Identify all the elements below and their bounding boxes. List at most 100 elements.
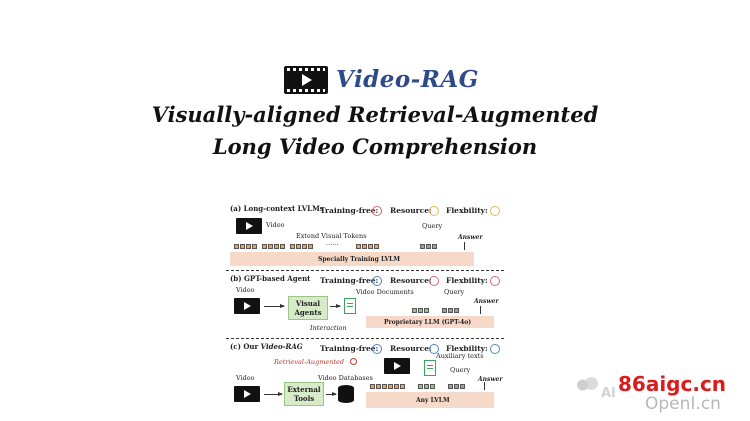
panel-b-flexibility: Flexbility: (446, 276, 488, 285)
token (356, 244, 361, 249)
panel-c-flexibility: Flexbility: (446, 344, 488, 353)
video-icon (234, 386, 260, 402)
token (262, 244, 267, 249)
panel-a-tokens-label: Extend Visual Tokens (296, 232, 367, 240)
token (368, 244, 373, 249)
divider (226, 270, 504, 271)
neutral-face-icon (490, 206, 500, 216)
cloud-logo-icon (576, 377, 598, 393)
arrow (264, 304, 285, 308)
token (280, 244, 285, 249)
happy-face-icon (372, 276, 382, 286)
video-icon (236, 218, 262, 234)
panel-c-databases-label: Video Databases (318, 374, 373, 382)
panel-c-training-free: Training-free: (320, 344, 379, 353)
panel-c-resource: Resource: (390, 344, 432, 353)
token (252, 244, 257, 249)
external-tools-line-2: Tools (293, 394, 315, 403)
token (418, 384, 423, 389)
token (454, 384, 459, 389)
panel-a-label: (a) Long-context LVLMs (230, 204, 324, 213)
panel-a-video-label: Video (266, 221, 285, 229)
answer-arrow (484, 382, 485, 390)
token (432, 244, 437, 249)
token (426, 244, 431, 249)
panel-b-training-free: Training-free: (320, 276, 379, 285)
token (424, 384, 429, 389)
token (382, 384, 387, 389)
token (424, 308, 429, 313)
panel-c-label: (c) Our Video-RAG (230, 342, 303, 351)
film-icon (284, 66, 328, 94)
token (442, 308, 447, 313)
token (400, 384, 405, 389)
external-tools-box: External Tools (284, 382, 324, 406)
token (412, 308, 417, 313)
document-icon (344, 298, 356, 314)
divider (226, 338, 504, 339)
watermark-ai: AI (601, 386, 616, 401)
token (420, 244, 425, 249)
brand-title: Video-RAG (336, 66, 479, 93)
visual-agents-line-2: Agents (294, 308, 322, 317)
panel-a-resource: Resource: (390, 206, 432, 215)
neutral-face-icon (429, 206, 439, 216)
panel-a-query: Query (422, 222, 443, 230)
token (290, 244, 295, 249)
panel-a-model-label: Specially Training LVLM (318, 256, 400, 263)
panel-b-label: (b) GPT-based Agent (230, 274, 311, 283)
token (418, 308, 423, 313)
token (274, 244, 279, 249)
happy-face-icon (429, 344, 439, 354)
token (268, 244, 273, 249)
token (370, 384, 375, 389)
token (394, 384, 399, 389)
sad-face-icon (490, 276, 500, 286)
comparison-diagram: (a) Long-context LVLMs Training-free: Re… (226, 200, 504, 418)
panel-c-retrieval-label: Retrieval-Augmented (274, 358, 345, 366)
token (296, 244, 301, 249)
panel-c-answer: Answer (478, 376, 503, 383)
headline-line-1: Visually-aligned Retrieval-Augmented (151, 102, 599, 127)
panel-c-video-label: Video (236, 374, 255, 382)
panel-b-model-label: Proprietary LLM (GPT-4o) (384, 319, 472, 326)
panel-b-resource: Resource: (390, 276, 432, 285)
video-icon (384, 358, 410, 374)
token (376, 384, 381, 389)
visual-agents-line-1: Visual (295, 299, 321, 308)
token (362, 244, 367, 249)
answer-arrow (480, 306, 481, 314)
token (374, 244, 379, 249)
token (388, 384, 393, 389)
database-icon (338, 385, 354, 403)
panel-b-video-label: Video (236, 286, 255, 294)
token (454, 308, 459, 313)
sad-face-icon (429, 276, 439, 286)
sad-face-icon (372, 206, 382, 216)
panel-c-label-name: Video-RAG (260, 342, 303, 351)
happy-face-icon (372, 344, 382, 354)
panel-c-auxiliary-label: Auxiliary texts (436, 352, 484, 360)
token (460, 384, 465, 389)
token (448, 384, 453, 389)
panel-c-label-prefix: (c) Our (230, 342, 261, 351)
watermark-site-2: OpenI.cn (645, 394, 721, 414)
token (448, 308, 453, 313)
headline-line-2: Long Video Comprehension (212, 134, 538, 159)
token (246, 244, 251, 249)
arrow (264, 392, 283, 396)
video-icon (234, 298, 260, 314)
magnifier-icon (350, 358, 357, 365)
panel-b-query: Query (444, 288, 465, 296)
panel-c-query: Query (450, 366, 471, 374)
visual-agents-box: Visual Agents (288, 296, 328, 320)
panel-c-model-bar (366, 392, 494, 408)
arrow (330, 304, 341, 308)
panel-a-training-free: Training-free: (320, 206, 379, 215)
panel-a-ellipsis: ...... (326, 239, 339, 247)
panel-b-answer: Answer (474, 298, 499, 305)
token (234, 244, 239, 249)
external-tools-line-1: External (287, 385, 321, 394)
document-icon (424, 360, 436, 376)
token (302, 244, 307, 249)
